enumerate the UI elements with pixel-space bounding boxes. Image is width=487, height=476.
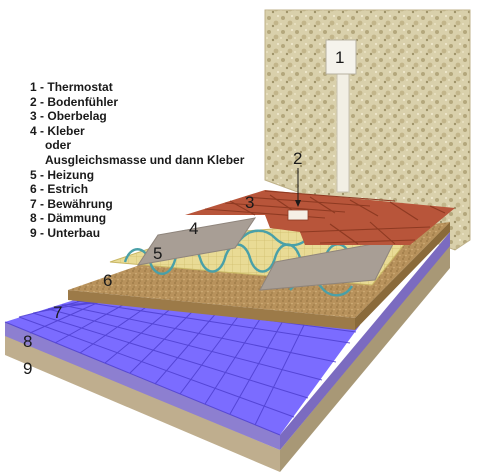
callout-6: 6 [103,271,112,290]
legend-separator: - [36,109,48,124]
legend-separator: - [36,196,48,211]
callout-7: 7 [53,303,62,322]
legend-label: Bodenfühler [47,94,119,109]
legend-label: Estrich [47,182,89,197]
callout-5: 5 [153,244,162,263]
wall [264,9,471,251]
legend-separator: - [36,225,48,240]
legend-label: Thermostat [47,80,113,94]
legend-separator: - [36,94,48,109]
legend-separator: - [36,167,48,182]
thermostat [325,39,357,75]
floor-sensor [287,209,309,221]
legend-continuation: oder [45,138,72,153]
legend-item: 5 - Heizung [30,168,270,183]
legend-item: 1 - Thermostat [30,80,270,95]
legend-label: Bewährung [47,196,113,211]
legend-separator: - [36,123,48,138]
legend: 1 - Thermostat 2 - Bodenfühler 3 - Oberb… [30,80,270,241]
legend-label: Kleber [47,123,85,138]
legend-label: Heizung [47,167,95,182]
legend-number: 1 [30,80,37,94]
sensor-pointer-arrow [295,168,301,207]
legend-number: 2 [30,94,37,109]
legend-number: 6 [30,182,37,197]
callout-4: 4 [189,219,198,238]
legend-number: 4 [30,123,37,138]
legend-number: 7 [30,196,37,211]
callout-1: 1 [335,48,344,67]
legend-item: 2 - Bodenfühler [30,95,270,110]
callout-3: 3 [245,193,254,212]
layer-base [5,245,450,472]
legend-separator: - [36,80,48,94]
legend-number: 3 [30,109,37,124]
legend-label: Dämmung [47,211,107,226]
legend-number: 5 [30,167,37,182]
legend-label: Unterbau [47,225,101,240]
thermostat-conduit [336,59,350,193]
legend-item: 9 - Unterbau [30,226,270,241]
callout-2: 2 [293,149,302,168]
layer-tiles [185,190,455,245]
legend-label: Oberbelag [47,109,107,124]
legend-number: 9 [30,225,37,240]
legend-item: 7 - Bewährung [30,197,270,212]
legend-separator: - [36,182,48,197]
layer-adhesive [136,217,396,291]
legend-item: 4 - Kleber [30,124,270,139]
legend-number: 8 [30,211,37,226]
legend-item: 8 - Dämmung [30,211,270,226]
callout-9: 9 [23,359,32,378]
legend-continuation: Ausgleichsmasse und dann Kleber [45,152,245,167]
legend-item: 6 - Estrich [30,182,270,197]
layer-insulation [5,232,450,450]
legend-item: 3 - Oberbelag [30,109,270,124]
callout-8: 8 [23,332,32,351]
legend-separator: - [36,211,48,226]
